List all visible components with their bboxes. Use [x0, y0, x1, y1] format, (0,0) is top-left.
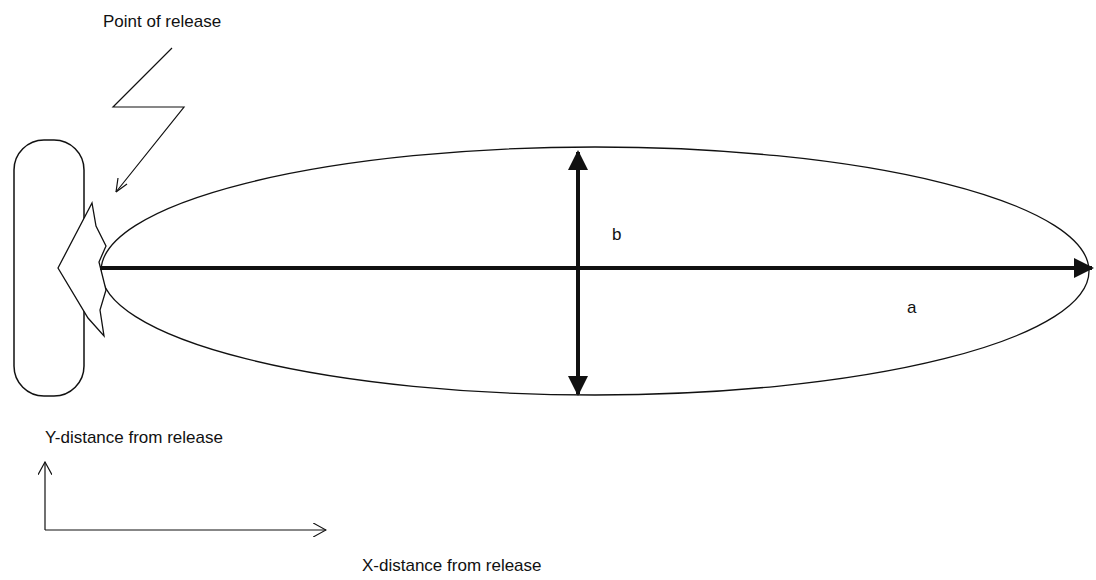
- release-label: Point of release: [101, 12, 223, 32]
- width-arrow: [576, 152, 580, 394]
- y-axis-arrow: [44, 462, 45, 530]
- axis-label: X-distance from release: [360, 556, 544, 576]
- width-label: b: [610, 225, 623, 245]
- length-arrow: [100, 266, 1092, 270]
- length-label: a: [905, 298, 918, 318]
- pointer-head: [116, 178, 127, 192]
- plume-outline: [101, 147, 1089, 395]
- axis-label: Y-distance from release: [43, 428, 225, 448]
- x-axis-arrow: [45, 529, 326, 530]
- release-jet: [58, 203, 106, 336]
- zigzag-pointer: [113, 48, 184, 192]
